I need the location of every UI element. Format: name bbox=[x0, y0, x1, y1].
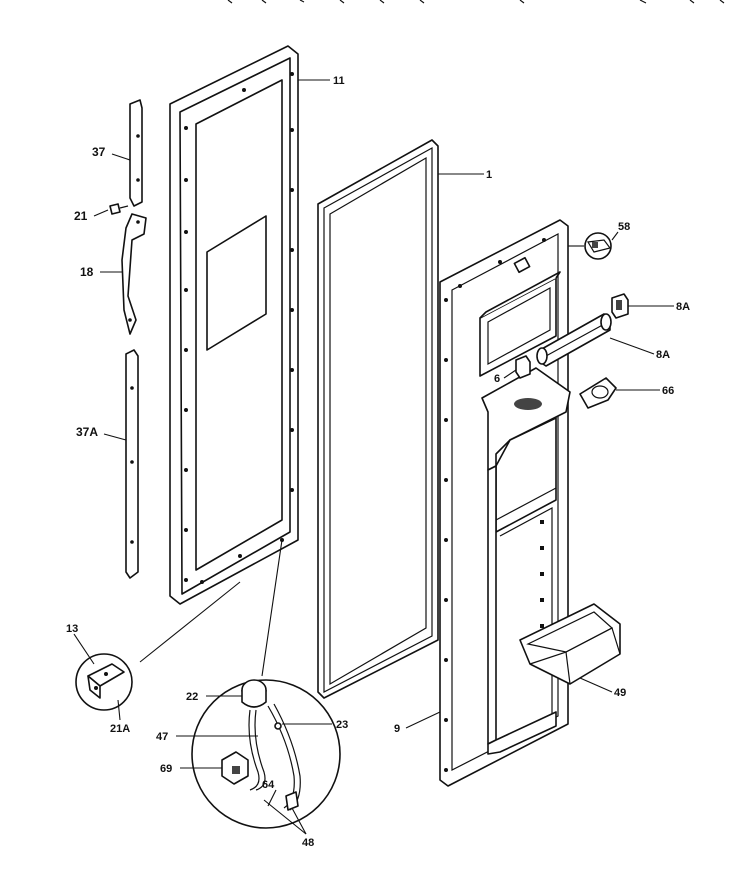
label-37a: 37A bbox=[76, 425, 98, 439]
label-37: 37 bbox=[92, 145, 106, 159]
label-6: 6 bbox=[494, 373, 500, 385]
label-48: 48 bbox=[302, 837, 314, 849]
label-8a-top: 8A bbox=[676, 301, 690, 313]
knob-58 bbox=[584, 232, 612, 260]
door-panel-11 bbox=[169, 45, 299, 605]
actuator-6 bbox=[515, 355, 531, 379]
leader-lines bbox=[73, 79, 674, 835]
lever-66 bbox=[579, 377, 617, 409]
label-22: 22 bbox=[186, 691, 198, 703]
dispenser-bar-8a bbox=[536, 313, 612, 367]
label-8a: 8A bbox=[656, 349, 670, 361]
liner-screw-holes bbox=[444, 238, 546, 772]
label-64: 64 bbox=[262, 779, 275, 791]
label-23: 23 bbox=[336, 719, 348, 731]
door-liner-panel bbox=[206, 215, 267, 351]
label-49: 49 bbox=[614, 687, 626, 699]
label-21: 21 bbox=[74, 209, 88, 223]
label-1: 1 bbox=[486, 169, 492, 181]
hinge-18 bbox=[121, 213, 147, 335]
clip-8a bbox=[611, 293, 629, 319]
label-9: 9 bbox=[394, 723, 400, 735]
detail-circle-13 bbox=[75, 581, 241, 711]
top-edge-fragments bbox=[227, 0, 725, 4]
door-bin-49 bbox=[519, 603, 621, 685]
label-13: 13 bbox=[66, 623, 78, 635]
label-58: 58 bbox=[618, 221, 630, 233]
door-frame-screw-holes bbox=[184, 72, 294, 584]
door-gasket-1 bbox=[317, 139, 439, 699]
part-labels: 11 1 37 21 18 37A 58 8A 8A 6 66 13 21A 2… bbox=[66, 75, 690, 849]
label-69: 69 bbox=[160, 763, 172, 775]
screw-21 bbox=[109, 203, 129, 215]
door-liner-9 bbox=[439, 219, 571, 787]
detail-circle-switch bbox=[191, 539, 341, 829]
label-66: 66 bbox=[662, 385, 674, 397]
label-11: 11 bbox=[333, 75, 345, 87]
label-47: 47 bbox=[156, 731, 168, 743]
trim-37 bbox=[129, 99, 143, 207]
trim-37a bbox=[125, 349, 139, 579]
label-18: 18 bbox=[80, 265, 94, 279]
label-21a: 21A bbox=[110, 723, 130, 735]
